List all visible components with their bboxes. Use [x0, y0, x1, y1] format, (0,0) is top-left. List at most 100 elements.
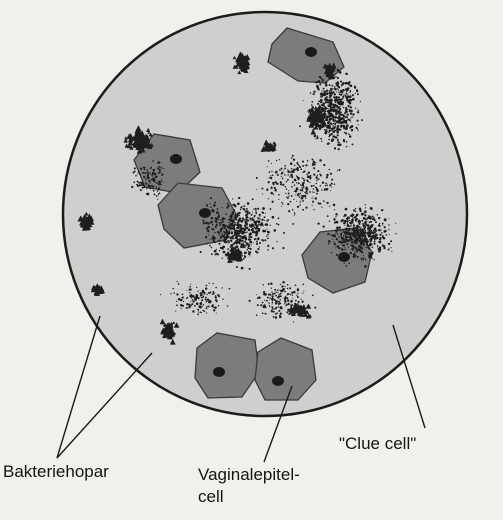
- bacterium: [321, 94, 323, 96]
- bacterium: [276, 183, 278, 185]
- bacterium: [264, 216, 266, 218]
- bacterium: [349, 91, 350, 92]
- bacterium: [186, 303, 188, 305]
- bacterium: [216, 211, 219, 214]
- bacterium: [231, 232, 233, 234]
- bacterium: [218, 234, 219, 235]
- bacterium: [200, 293, 202, 295]
- bacterium: [206, 285, 208, 287]
- bacterium: [321, 206, 322, 207]
- bacterium: [328, 126, 330, 128]
- bacterium: [290, 294, 291, 295]
- label-vaginal-epithelial-cell-line2: cell: [198, 487, 224, 507]
- bacterium: [134, 170, 136, 172]
- bacterium: [339, 117, 340, 118]
- bacterium: [192, 295, 195, 298]
- bacterium: [261, 223, 262, 224]
- bacterium: [343, 94, 344, 95]
- bacterium: [271, 292, 272, 293]
- bacterium: [203, 304, 204, 305]
- bacterium: [290, 300, 293, 303]
- bacterium: [142, 187, 144, 189]
- bacterium: [211, 217, 214, 220]
- bacterium: [349, 84, 352, 87]
- bacterium: [188, 306, 190, 308]
- bacterium: [244, 246, 246, 248]
- bacterium: [364, 214, 366, 216]
- bacterium: [151, 167, 152, 168]
- bacterium: [329, 220, 330, 221]
- bacterium: [325, 183, 327, 185]
- bacterium: [201, 312, 202, 313]
- bacterium: [344, 263, 345, 264]
- bacterium: [365, 224, 367, 226]
- bacterium: [278, 303, 280, 305]
- bacterium: [273, 194, 274, 195]
- bacterium: [154, 177, 156, 179]
- bacterium: [242, 227, 244, 229]
- bacterium: [328, 139, 330, 141]
- bacterium: [231, 221, 232, 222]
- bacterium: [335, 119, 336, 120]
- bacterium: [329, 120, 330, 121]
- bacterium: [263, 225, 264, 226]
- bacterium: [236, 215, 238, 217]
- bacterium: [244, 251, 247, 254]
- bacterium: [230, 246, 232, 248]
- bacterium: [329, 90, 330, 91]
- bacterium: [340, 220, 342, 222]
- bacterium: [358, 109, 359, 110]
- bacterium: [372, 232, 373, 233]
- bacterium: [265, 306, 267, 308]
- bacterium: [289, 176, 290, 177]
- bacterium: [388, 224, 389, 225]
- bacterium: [344, 132, 346, 134]
- bacterium: [343, 244, 345, 246]
- bacterium: [293, 169, 295, 171]
- bacterium: [343, 235, 344, 236]
- cell-nucleus: [170, 154, 182, 164]
- bacterium: [251, 241, 253, 243]
- bacterium: [340, 126, 342, 128]
- bacterium: [327, 233, 329, 235]
- leader-line-bacteria-1: [57, 316, 100, 458]
- bacterium: [370, 241, 371, 242]
- bacterium: [249, 233, 252, 236]
- bacterium: [350, 97, 351, 98]
- bacterium: [328, 105, 330, 107]
- bacterium: [222, 299, 223, 300]
- bacterium: [280, 290, 282, 292]
- bacterium: [230, 236, 231, 237]
- bacterium: [340, 90, 343, 93]
- bacterium: [263, 291, 265, 293]
- bacterium: [264, 293, 267, 296]
- bacterium: [359, 237, 361, 239]
- bacterium: [336, 221, 339, 224]
- bacterium: [358, 245, 361, 248]
- bacterium: [312, 196, 313, 197]
- bacterium: [330, 118, 331, 119]
- leader-line-bacteria-2: [57, 353, 152, 458]
- bacterium: [241, 233, 242, 234]
- bacterium: [150, 182, 152, 184]
- bacterium: [315, 197, 317, 199]
- bacterium: [337, 141, 339, 143]
- bacterium: [305, 207, 307, 209]
- bacterium: [337, 88, 338, 89]
- bacterium: [233, 227, 236, 230]
- bacterium: [326, 96, 328, 98]
- bacterium: [206, 204, 208, 206]
- bacterium: [228, 205, 230, 207]
- bacterium: [291, 292, 293, 294]
- bacterium: [382, 223, 383, 224]
- bacterium: [286, 297, 288, 299]
- bacterium: [176, 293, 178, 295]
- bacterium: [223, 239, 226, 242]
- bacterium: [302, 165, 304, 167]
- bacterium: [329, 206, 330, 207]
- bacterium: [351, 99, 352, 100]
- bacterium: [374, 220, 375, 221]
- bacterium: [228, 236, 230, 238]
- bacterium: [251, 214, 253, 216]
- bacterium: [272, 216, 275, 219]
